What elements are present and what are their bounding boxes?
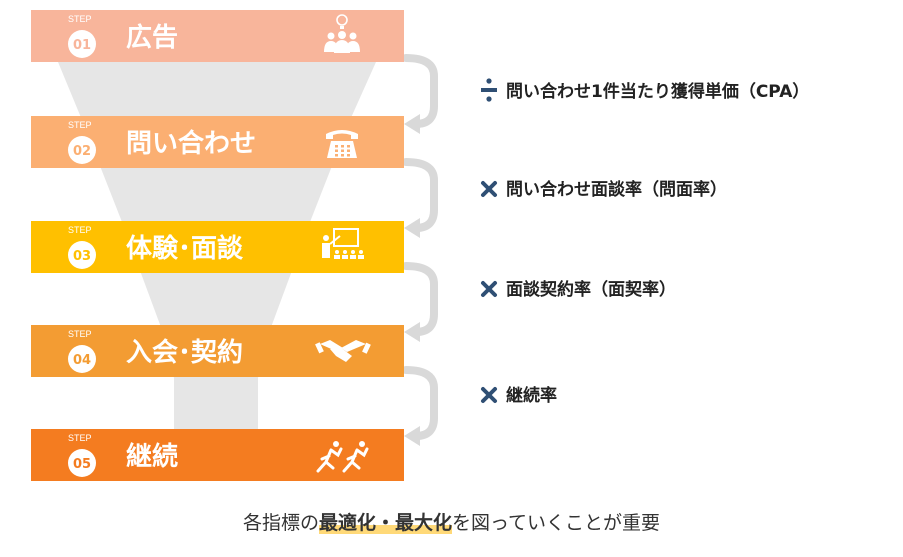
metric-label: 面談契約率（面契率） xyxy=(506,279,676,300)
caption: 各指標の最適化・最大化を図っていくことが重要 xyxy=(0,508,903,535)
step-label: STEP xyxy=(68,225,92,235)
metric-label: 問い合わせ1件当たり獲得単価（CPA） xyxy=(506,81,809,102)
metric-2: 問い合わせ面談率（問面率） xyxy=(481,179,727,200)
runners-icon xyxy=(316,441,369,473)
caption-suffix: を図っていくことが重要 xyxy=(451,512,661,534)
multiply-icon xyxy=(481,281,497,297)
connector-3-4 xyxy=(402,262,438,336)
step-number: 03 xyxy=(73,249,91,264)
metric-label: 継続率 xyxy=(506,385,557,406)
multiply-icon xyxy=(481,387,497,403)
presentation-icon xyxy=(322,228,364,259)
step-label: STEP xyxy=(68,433,92,443)
step-05: STEP 05 継続 xyxy=(31,429,404,481)
multiply-icon xyxy=(481,181,497,197)
step-label: STEP xyxy=(68,14,92,24)
step-number: 05 xyxy=(73,457,91,472)
caption-highlight: 最適化・最大化 xyxy=(318,512,452,534)
step-number-badge xyxy=(68,345,96,373)
connector-arrowhead xyxy=(404,114,420,134)
connector-arrowhead xyxy=(404,218,420,238)
connector-arrowhead xyxy=(404,322,420,342)
step-number-badge xyxy=(68,241,96,269)
divide-icon xyxy=(481,78,497,102)
step-number: 01 xyxy=(73,38,91,53)
metric-label: 問い合わせ面談率（問面率） xyxy=(506,179,727,200)
connector-4-5 xyxy=(402,366,438,440)
metric-4: 継続率 xyxy=(481,385,557,406)
step-04: STEP 04 入会･契約 xyxy=(31,325,404,377)
step-title: 入会･契約 xyxy=(126,337,243,368)
connector-1-2 xyxy=(402,54,438,128)
people-idea-icon xyxy=(324,14,360,53)
metric-1: 問い合わせ1件当たり獲得単価（CPA） xyxy=(481,78,809,102)
caption-prefix: 各指標の xyxy=(242,512,319,534)
handshake-icon xyxy=(315,340,371,362)
step-03: STEP 03 体験･面談 xyxy=(31,221,404,273)
step-number: 02 xyxy=(73,144,91,159)
step-title: 体験･面談 xyxy=(126,233,244,264)
metric-3: 面談契約率（面契率） xyxy=(481,279,676,300)
step-number: 04 xyxy=(73,353,91,368)
step-title: 問い合わせ xyxy=(126,128,256,159)
step-number-badge xyxy=(68,30,96,58)
step-label: STEP xyxy=(68,120,92,130)
step-01: STEP 01 広告 xyxy=(31,10,404,62)
telephone-icon xyxy=(326,130,358,158)
step-02: STEP 02 問い合わせ xyxy=(31,116,404,168)
connector-2-3 xyxy=(402,158,438,232)
connectors xyxy=(402,54,438,440)
step-number-badge xyxy=(68,136,96,164)
step-title: 継続 xyxy=(126,441,178,472)
step-title: 広告 xyxy=(126,22,178,53)
connector-arrowhead xyxy=(404,426,420,446)
step-label: STEP xyxy=(68,329,92,339)
step-number-badge xyxy=(68,449,96,477)
